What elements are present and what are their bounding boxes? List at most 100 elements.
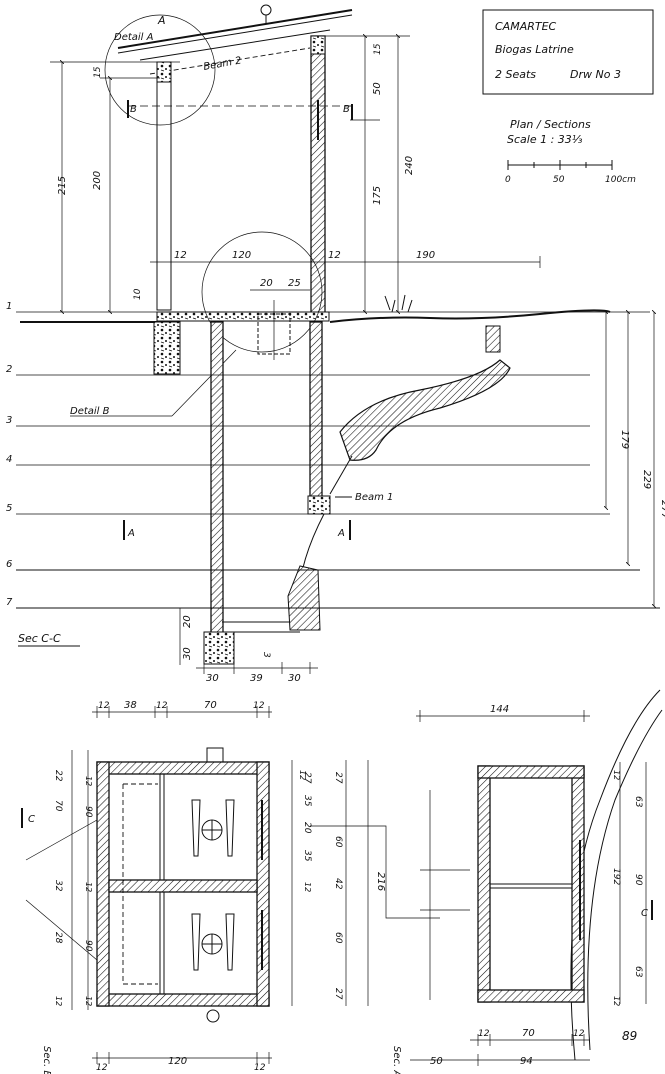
bb-right-dim-2: 27 xyxy=(302,772,312,784)
bb-mid-dim-2: 60 xyxy=(333,836,343,848)
level-4: 4 xyxy=(6,454,12,465)
level-6: 6 xyxy=(6,559,12,570)
bb-right-dim-1: 12 xyxy=(298,770,307,780)
section-cc: A Detail A Beam 2 B B Detail B xyxy=(6,4,665,684)
section-bb-label: Sec. B-B xyxy=(41,1046,52,1074)
digester-outlet xyxy=(485,325,501,353)
detail-a-letter: A xyxy=(157,14,166,27)
dim-b30-right: 30 xyxy=(288,673,301,684)
dim-20-bottom: 20 xyxy=(182,615,193,628)
bb-top-dim-5: 12 xyxy=(253,701,265,711)
bb-right-dim-5: 35 xyxy=(302,850,312,862)
bb-mid-dim-5: 27 xyxy=(333,988,343,1000)
title-seats: 2 Seats xyxy=(495,68,536,81)
squat-pan-upper-icon xyxy=(191,799,235,857)
aa-right-dim-5: 63 xyxy=(633,966,643,978)
dim-15-right: 15 xyxy=(373,43,383,55)
dim-229: 229 xyxy=(641,470,652,489)
dim-20: 20 xyxy=(260,278,273,289)
scale-ratio: Scale 1 : 33⅓ xyxy=(507,133,583,146)
pit-wall-right xyxy=(309,321,323,501)
aa-right-dim-2: 63 xyxy=(633,796,643,808)
aa-right-dim-4: 90 xyxy=(633,874,643,886)
bb-right-dim-6: 12 xyxy=(303,882,312,892)
digester-inlet-lower xyxy=(287,565,321,631)
bb-top-dim-3: 12 xyxy=(156,701,168,711)
section-aa: 144 12 63 192 90 63 12 C 12 70 12 50 94 … xyxy=(391,689,663,1074)
floor-slab xyxy=(156,311,330,322)
bb-left-dim-6: 32 xyxy=(53,880,63,892)
bb-left-dim-9: 12 xyxy=(54,996,63,1006)
bb-top-dim-4: 70 xyxy=(204,700,217,711)
aa-right-dim-3: 192 xyxy=(611,868,621,885)
bb-left-dim-7: 28 xyxy=(53,932,63,944)
beam-1-label: Beam 1 xyxy=(355,492,393,503)
aa-right-dim-1: 12 xyxy=(612,770,621,780)
marker-b-right: B xyxy=(343,104,350,115)
squat-pan-lower-icon xyxy=(191,913,235,971)
bb-marker-c: C xyxy=(28,814,35,825)
bb-bottom-dim-1: 12 xyxy=(96,1063,108,1073)
bb-top-dim-2: 38 xyxy=(124,700,137,711)
section-bb: 12 38 12 70 12 12 120 12 12 22 70 90 12 … xyxy=(21,700,440,1074)
aa-top-dim: 144 xyxy=(490,704,509,715)
bb-left-dim-10: 12 xyxy=(84,996,93,1006)
bb-bottom-dim-3: 12 xyxy=(254,1063,266,1073)
beam-2-label: Beam 2 xyxy=(203,55,243,73)
vent-pipe-bottom xyxy=(206,1009,220,1023)
aa-bottom-dim-5: 94 xyxy=(520,1056,533,1067)
level-1: 1 xyxy=(6,301,12,312)
dim-10: 10 xyxy=(133,288,143,300)
aa-bottom-dim-2: 70 xyxy=(522,1028,535,1039)
marker-a-right: A xyxy=(337,528,345,539)
ground-line xyxy=(20,309,611,323)
digester-outline-plan xyxy=(570,689,661,1061)
digester-dome-wall xyxy=(339,359,511,461)
bb-left-dim-8: 90 xyxy=(83,940,93,952)
bb-mid-dim-1: 27 xyxy=(333,772,343,784)
pit-floor-block xyxy=(203,631,235,665)
dim-b39: 39 xyxy=(250,673,263,684)
bb-left-dim-3: 70 xyxy=(53,800,63,812)
bb-mid-dim-4: 60 xyxy=(333,932,343,944)
right-wall-super xyxy=(310,35,326,315)
dim-25: 25 xyxy=(288,278,301,289)
dim-215: 215 xyxy=(57,176,68,195)
level-lines xyxy=(16,311,660,609)
level-7: 7 xyxy=(6,597,13,608)
scale-tick-50: 50 xyxy=(553,175,565,185)
foundation-left xyxy=(153,321,181,375)
bb-right-dim-3: 35 xyxy=(302,795,312,807)
dim-3: 3 xyxy=(261,652,271,658)
title-block: CAMARTEC Biogas Latrine 2 Seats Drw No 3 xyxy=(482,9,654,95)
aa-bottom-dim-4: 50 xyxy=(430,1056,443,1067)
roof-sheet xyxy=(117,4,353,75)
detail-b-circle xyxy=(201,231,323,353)
section-cc-label: Sec C-C xyxy=(18,632,61,645)
bb-mid-dim-3: 42 xyxy=(333,878,343,890)
bb-mid-dim-total: 216 xyxy=(375,872,386,891)
section-aa-label: Sec. A-A xyxy=(391,1046,402,1074)
dim-15-left: 15 xyxy=(93,66,103,78)
scale-title: Plan / Sections xyxy=(510,118,591,131)
dim-b30-left: 30 xyxy=(206,673,219,684)
dim-240: 240 xyxy=(404,156,415,175)
title-org: CAMARTEC xyxy=(495,20,557,33)
title-project: Biogas Latrine xyxy=(495,43,574,56)
dim-12-right: 12 xyxy=(328,250,341,261)
dim-277: 277 xyxy=(659,500,665,520)
dim-175: 175 xyxy=(372,186,383,205)
bb-right-dim-4: 20 xyxy=(302,822,312,834)
bb-top-dim-1: 12 xyxy=(98,701,110,711)
beam-2-left xyxy=(156,61,172,83)
level-3: 3 xyxy=(6,415,12,426)
page-number: 89 xyxy=(622,1029,637,1043)
vent-pipe-top xyxy=(206,747,224,763)
bb-left-dim-4: 90 xyxy=(83,806,93,818)
marker-b-left: B xyxy=(130,104,137,115)
dim-30-bottom: 30 xyxy=(182,647,193,660)
scale-tick-0: 0 xyxy=(505,175,511,185)
partition-wall xyxy=(108,879,258,893)
bb-left-dim-5: 12 xyxy=(84,882,93,892)
dim-50: 50 xyxy=(372,82,383,95)
